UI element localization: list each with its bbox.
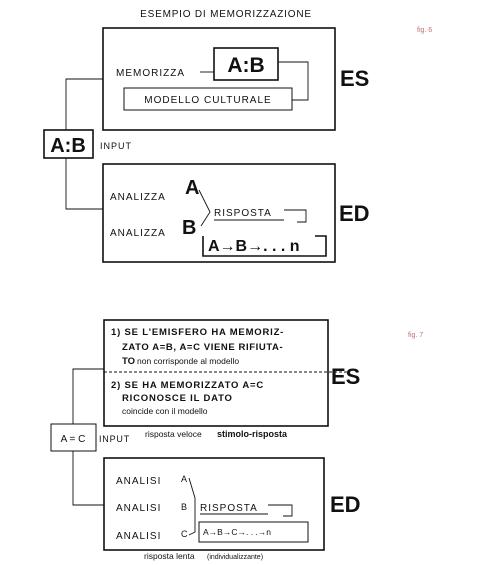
fig6-modello-text: MODELLO CULTURALE xyxy=(144,95,271,106)
fig6-ed-label: ED xyxy=(339,201,370,226)
fig7-caption-ed-b: (individualizzante) xyxy=(207,554,263,561)
fig6-es-box xyxy=(102,27,336,131)
fig6-label: fig. 6 xyxy=(417,27,432,34)
fig7-analisi-2: ANALISI xyxy=(116,503,161,514)
fig6-bracket xyxy=(198,189,211,227)
fig7-line4: 2) SE HA MEMORIZZATO A=C xyxy=(111,380,264,391)
fig7-line2: ZATO A=B, A=C VIENE RIFIUTA- xyxy=(122,342,283,353)
fig7-letter-c: C xyxy=(181,529,188,539)
fig7-label: fig. 7 xyxy=(408,332,423,339)
diagram-title: ESEMPIO DI MEMORIZZAZIONE xyxy=(140,9,312,20)
fig7-es-box xyxy=(103,319,329,427)
fig6-ed-box xyxy=(102,163,336,263)
fig7-ed-box xyxy=(103,457,325,551)
fig7-analisi-1: ANALISI xyxy=(116,476,161,487)
fig6-modello-box xyxy=(123,87,293,111)
fig7-caption-es-b: stimolo-risposta xyxy=(217,429,288,439)
fig7-chain-box xyxy=(198,521,309,543)
fig7-bracket xyxy=(188,477,196,536)
fig7-line5: RICONOSCE IL DATO xyxy=(122,393,233,404)
fig7-ed-label: ED xyxy=(330,492,361,517)
fig6-connector-modello xyxy=(278,61,309,101)
fig7-line3a: TO xyxy=(122,356,135,367)
fig7-caption-es-a: risposta veloce xyxy=(145,429,202,439)
fig6-memorizza: MEMORIZZA xyxy=(116,68,185,79)
fig7-chain: A→B→C→. . .→n xyxy=(203,527,271,537)
fig7-input-text: A = C xyxy=(61,434,86,445)
fig6-input-text: A:B xyxy=(50,135,86,157)
fig7: 1) SE L'EMISFERO HA MEMORIZ- ZATO A=B, A… xyxy=(50,319,361,561)
fig6-es-label: ES xyxy=(340,66,369,91)
fig6: MEMORIZZA A:B MODELLO CULTURALE ES A:B I… xyxy=(43,27,370,263)
fig7-branch-down xyxy=(72,451,104,506)
fig7-input-label: INPUT xyxy=(99,434,130,444)
fig6-analizza-1: ANALIZZA xyxy=(110,192,166,203)
fig6-risposta: RISPOSTA xyxy=(214,208,272,219)
fig7-risposta: RISPOSTA xyxy=(200,503,258,514)
fig6-input-box xyxy=(43,129,94,159)
fig6-analizza-2: ANALIZZA xyxy=(110,228,166,239)
fig7-line1: 1) SE L'EMISFERO HA MEMORIZ- xyxy=(111,327,284,338)
fig6-ab-box xyxy=(213,47,279,81)
fig7-analisi-3: ANALISI xyxy=(116,531,161,542)
fig6-chain: A→B→. . . n xyxy=(208,238,300,255)
fig6-branch-up xyxy=(65,78,103,130)
fig6-branch-down xyxy=(65,158,103,210)
fig6-letter-b: B xyxy=(182,217,196,239)
fig6-chain-box xyxy=(202,235,327,257)
fig6-risposta-hook xyxy=(284,209,307,223)
fig7-es-label: ES xyxy=(331,364,360,389)
fig7-line6: coincide con il modello xyxy=(122,406,208,416)
fig6-letter-a: A xyxy=(185,177,199,199)
fig7-caption-ed-a: risposta lenta xyxy=(144,551,195,561)
fig6-ab-text: A:B xyxy=(227,54,264,77)
fig7-letter-b: B xyxy=(181,502,187,512)
fig6-input-label: INPUT xyxy=(100,141,132,151)
fig7-risposta-hook xyxy=(268,504,293,517)
fig7-line3b: non corrisponde al modello xyxy=(137,356,239,366)
fig7-input-box xyxy=(50,423,97,452)
fig7-branch-up xyxy=(72,368,104,424)
fig7-letter-a: A xyxy=(181,474,187,484)
